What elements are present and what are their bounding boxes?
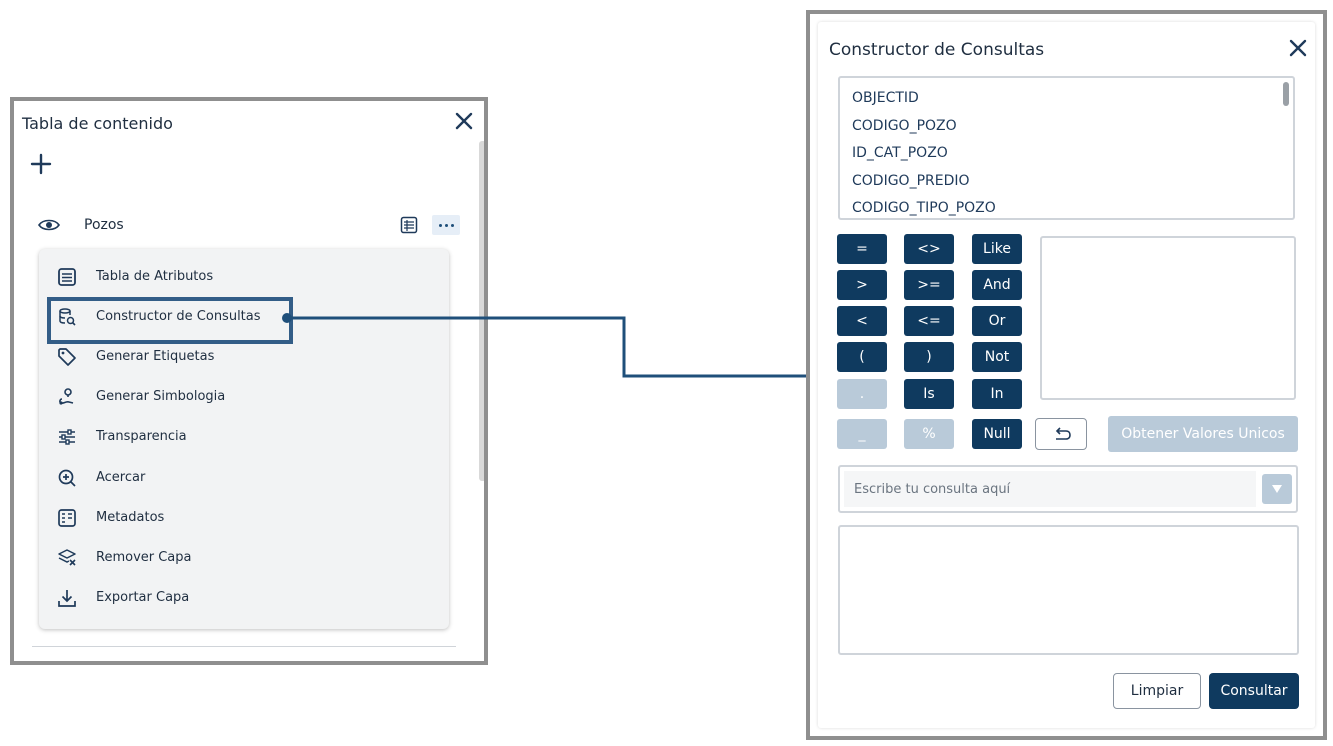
dot-icon — [438, 223, 442, 227]
field-item[interactable]: ID_CAT_POZO — [852, 145, 948, 161]
toc-title: Tabla de contenido — [22, 114, 173, 133]
undo-icon — [1055, 427, 1071, 440]
close-icon[interactable] — [1286, 36, 1310, 60]
sliders-icon — [59, 429, 75, 445]
table-icon — [58, 268, 76, 286]
menu-item-remove-layer[interactable]: Remover Capa — [39, 540, 449, 576]
menu-item-generate-labels[interactable]: Generar Etiquetas — [39, 339, 449, 375]
menu-item-label: Constructor de Consultas — [96, 309, 261, 324]
query-builder-card — [818, 22, 1315, 728]
more-options-button[interactable] — [432, 215, 460, 235]
menu-item-zoom-in[interactable]: Acercar — [39, 460, 449, 496]
operator-or-button[interactable]: Or — [972, 306, 1022, 336]
dropdown-button[interactable] — [1262, 474, 1292, 504]
table-of-contents-panel: Tabla de contenido Pozos — [14, 101, 484, 661]
operator-equals-button[interactable]: = — [837, 234, 887, 264]
divider — [32, 646, 456, 647]
table-of-contents-window: Tabla de contenido Pozos — [10, 97, 488, 665]
menu-item-export-layer[interactable]: Exportar Capa — [39, 580, 449, 616]
operator-greater-equal-button[interactable]: >= — [904, 270, 954, 300]
dot-icon — [450, 223, 454, 227]
menu-item-metadata[interactable]: Metadatos — [39, 500, 449, 536]
layer-name: Pozos — [84, 217, 124, 233]
query-builder-icon — [59, 308, 76, 326]
unique-values-list[interactable] — [1040, 236, 1296, 400]
zoom-in-icon — [58, 469, 76, 487]
query-builder-window: Constructor de Consultas OBJECTID CODIGO… — [806, 10, 1327, 740]
menu-item-query-builder[interactable]: Constructor de Consultas — [39, 299, 449, 335]
menu-item-label: Remover Capa — [96, 550, 192, 565]
menu-item-label: Tabla de Atributos — [96, 269, 214, 284]
download-icon — [58, 590, 76, 607]
field-item[interactable]: CODIGO_POZO — [852, 118, 957, 134]
query-input[interactable] — [844, 471, 1256, 507]
close-icon[interactable] — [452, 109, 476, 133]
operator-less-equal-button[interactable]: <= — [904, 306, 954, 336]
submit-query-button[interactable]: Consultar — [1209, 673, 1299, 709]
tag-icon — [58, 348, 76, 366]
menu-item-label: Metadatos — [96, 510, 165, 525]
field-item[interactable]: CODIGO_PREDIO — [852, 173, 970, 189]
symbology-icon — [59, 388, 74, 405]
menu-item-transparency[interactable]: Transparencia — [39, 419, 449, 455]
menu-item-attribute-table[interactable]: Tabla de Atributos — [39, 259, 449, 295]
fields-list[interactable]: OBJECTID CODIGO_POZO ID_CAT_POZO CODIGO_… — [838, 76, 1295, 220]
operator-in-button[interactable]: In — [972, 379, 1022, 409]
clear-button[interactable]: Limpiar — [1113, 673, 1201, 709]
menu-item-label: Acercar — [96, 470, 146, 485]
menu-item-generate-symbology[interactable]: Generar Simbologia — [39, 379, 449, 415]
operator-null-button[interactable]: Null — [972, 419, 1022, 449]
operator-not-equals-button[interactable]: <> — [904, 234, 954, 264]
fields-scrollbar[interactable] — [1283, 82, 1289, 106]
menu-item-label: Generar Simbologia — [96, 389, 226, 404]
query-result-area[interactable] — [838, 525, 1299, 655]
get-unique-values-button[interactable]: Obtener Valores Unicos — [1108, 416, 1298, 452]
operator-dot-button[interactable]: . — [837, 379, 887, 409]
remove-layer-icon — [58, 549, 76, 566]
menu-item-label: Exportar Capa — [96, 590, 190, 605]
operator-is-button[interactable]: Is — [904, 379, 954, 409]
layer-row-pozos[interactable]: Pozos — [36, 213, 466, 239]
query-builder-panel: Constructor de Consultas OBJECTID CODIGO… — [810, 14, 1323, 736]
metadata-icon — [58, 509, 76, 527]
add-layer-icon[interactable] — [30, 153, 52, 175]
query-select[interactable] — [838, 465, 1298, 513]
menu-item-label: Transparencia — [96, 429, 187, 444]
toc-scrollbar[interactable] — [479, 141, 484, 481]
field-item[interactable]: OBJECTID — [852, 90, 919, 106]
operator-not-button[interactable]: Not — [972, 342, 1022, 372]
operator-percent-button[interactable]: % — [904, 419, 954, 449]
operator-greater-button[interactable]: > — [837, 270, 887, 300]
operator-underscore-button[interactable]: _ — [837, 419, 887, 449]
field-item[interactable]: CODIGO_TIPO_POZO — [852, 200, 996, 216]
operator-close-paren-button[interactable]: ) — [904, 342, 954, 372]
dot-icon — [444, 223, 448, 227]
query-builder-title: Constructor de Consultas — [829, 40, 1045, 60]
layer-context-menu: Tabla de Atributos Constructor de Consul… — [39, 249, 449, 629]
operator-less-button[interactable]: < — [837, 306, 887, 336]
attribute-table-icon[interactable] — [400, 216, 418, 234]
menu-item-label: Generar Etiquetas — [96, 349, 215, 364]
eye-icon[interactable] — [38, 217, 60, 233]
operator-like-button[interactable]: Like — [972, 234, 1022, 264]
undo-button[interactable] — [1035, 418, 1087, 450]
chevron-down-icon — [1272, 485, 1282, 493]
operator-and-button[interactable]: And — [972, 270, 1022, 300]
operator-open-paren-button[interactable]: ( — [837, 342, 887, 372]
